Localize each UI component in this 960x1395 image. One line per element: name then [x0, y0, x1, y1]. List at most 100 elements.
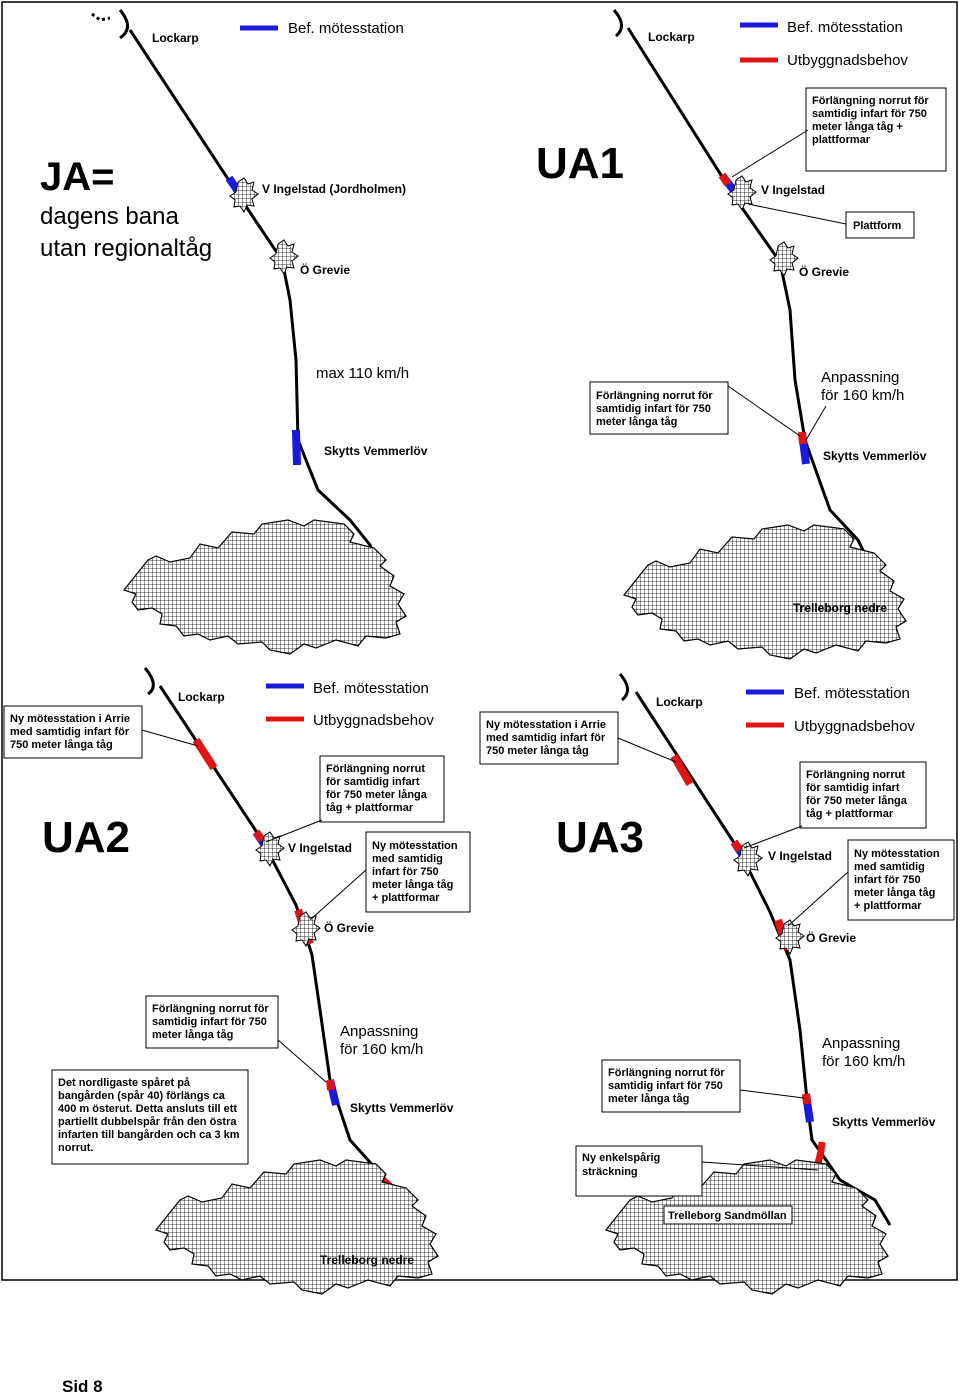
town-ogrevie-icon — [291, 911, 321, 947]
page-number: Sid 8 — [62, 1377, 103, 1395]
box-arrie-text: Ny mötesstation i Arrie med samtidig inf… — [486, 719, 609, 757]
track-branch — [143, 667, 155, 696]
label-lockarp: Lockarp — [178, 690, 225, 704]
outer-frame — [1, 1, 958, 1281]
label-anpassning: Anpassning för 160 km/h — [340, 1023, 423, 1058]
pointer-plattform — [747, 203, 847, 225]
box-forl — [799, 761, 927, 829]
box-mid-text: Förlängning norrut för samtidig infart f… — [596, 390, 716, 428]
station-utb-arrie — [192, 737, 218, 771]
box-forl2-text: Förlängning norrut för samtidig infart f… — [608, 1067, 728, 1105]
legend-bef-label: Bef. mötesstation — [288, 20, 404, 37]
label-lockarp: Lockarp — [648, 30, 695, 44]
town-ogrevie-icon — [269, 239, 299, 275]
box-forl2 — [145, 995, 279, 1049]
label-anpassning: Anpassning för 160 km/h — [822, 1035, 905, 1070]
box-top — [805, 87, 947, 172]
station-utb-arrie — [670, 754, 694, 786]
label-ogrevie: Ö Grevie — [806, 930, 856, 945]
track-stub-dotted — [91, 12, 111, 22]
label-trelleborg: Trelleborg Sandmöllan — [668, 1210, 787, 1222]
town-ogrevie-icon — [769, 241, 799, 277]
station-utb-vingelstad — [252, 829, 266, 843]
panel-ja: Lockarp Bef. mötesstation JA= dagens ban… — [40, 9, 428, 655]
box-nord-text: Det nordligaste spåret på bangården (spå… — [58, 1077, 243, 1154]
box-forl — [319, 755, 445, 823]
pointer-top — [731, 129, 809, 178]
track-branch — [118, 9, 129, 40]
box-ny-text: Ny mötesstation med samtidig infart för … — [854, 848, 943, 912]
pointer-forl2 — [739, 1089, 805, 1099]
legend-bef-label: Bef. mötesstation — [794, 685, 910, 702]
label-skytts: Skytts Vemmerlöv — [350, 1101, 454, 1115]
box-top-text: Förlängning norrut för samtidig infart f… — [812, 95, 932, 146]
main-track — [128, 29, 382, 571]
box-plattform-text: Plattform — [853, 220, 902, 232]
station-utb-skytts — [798, 431, 807, 445]
pointer-arrie — [141, 729, 199, 747]
label-vingelstad: V Ingelstad (Jordholmen) — [262, 182, 406, 196]
title-ja-1: JA= — [40, 155, 115, 199]
trelleborg-area-icon — [123, 519, 407, 655]
title-ua3: UA3 — [556, 813, 644, 862]
pointer-enkel — [701, 1161, 819, 1171]
box-mid — [589, 381, 729, 435]
box-forl-text: Förlängning norrut för samtidig infart f… — [326, 763, 430, 814]
track-branch — [612, 9, 623, 38]
box-plattform — [845, 211, 915, 239]
legend-utb-label: Utbyggnadsbehov — [794, 718, 915, 735]
label-trelleborg: Trelleborg nedre — [320, 1253, 414, 1267]
trelleborg-area-icon — [623, 524, 907, 660]
box-forl2-text: Förlängning norrut för samtidig infart f… — [152, 1003, 272, 1041]
box-nord — [51, 1069, 249, 1165]
legend-bef-label: Bef. mötesstation — [313, 680, 429, 697]
box-enkel — [575, 1145, 703, 1197]
box-ny — [847, 839, 955, 921]
label-lockarp: Lockarp — [152, 31, 199, 45]
title-ja-3: utan regionaltåg — [40, 235, 212, 262]
label-trelleborg-box — [663, 1205, 793, 1225]
box-arrie — [479, 711, 619, 765]
box-ny-text: Ny mötesstation med samtidig infart för … — [372, 840, 461, 904]
label-skytts: Skytts Vemmerlöv — [832, 1115, 936, 1129]
title-ja-2: dagens bana — [40, 203, 179, 230]
pointer-mid — [727, 385, 801, 437]
pointer-forl — [265, 819, 323, 843]
box-forl2 — [601, 1059, 741, 1113]
label-ogrevie: Ö Grevie — [300, 262, 350, 277]
pointer-anpassning — [805, 405, 827, 441]
label-anpassning: Anpassning för 160 km/h — [821, 369, 904, 404]
label-vingelstad: V Ingelstad — [768, 849, 832, 863]
box-forl-text: Förlängning norrut för samtidig infart f… — [806, 769, 910, 820]
legend-bef-label: Bef. mötesstation — [787, 19, 903, 36]
label-ogrevie: Ö Grevie — [799, 264, 849, 279]
pointer-ny — [787, 871, 849, 927]
label-lockarp: Lockarp — [656, 695, 703, 709]
label-ogrevie: Ö Grevie — [324, 920, 374, 935]
station-utb-vingelstad — [730, 839, 744, 853]
trelleborg-area-icon — [155, 1159, 439, 1295]
box-ny — [365, 831, 471, 913]
station-bef-skytts — [292, 429, 301, 466]
panel-ua1: Lockarp Bef. mötesstation Utbyggnadsbeho… — [536, 9, 947, 660]
pointer-forl — [743, 825, 803, 849]
label-skytts: Skytts Vemmerlöv — [324, 444, 428, 458]
label-trelleborg: Trelleborg nedre — [793, 601, 887, 615]
pointer-arrie — [617, 737, 677, 763]
pointer-ny — [309, 869, 367, 921]
station-utb-skytts — [326, 1079, 335, 1091]
title-ua2: UA2 — [42, 813, 130, 862]
station-utb-vingelstad — [718, 172, 732, 187]
legend-utb-label: Utbyggnadsbehov — [313, 712, 434, 729]
station-utb-skytts — [802, 1093, 811, 1105]
track-branch — [618, 673, 629, 702]
label-vingelstad: V Ingelstad — [761, 183, 825, 197]
legend-utb-label: Utbyggnadsbehov — [787, 52, 908, 69]
panel-ua2: Lockarp Bef. mötesstation Utbyggnadsbeho… — [3, 667, 471, 1295]
label-vingelstad: V Ingelstad — [288, 841, 352, 855]
label-skytts: Skytts Vemmerlöv — [823, 449, 927, 463]
title-ua1: UA1 — [536, 139, 624, 188]
label-speed: max 110 km/h — [316, 365, 409, 382]
pointer-forl2 — [277, 1039, 327, 1083]
